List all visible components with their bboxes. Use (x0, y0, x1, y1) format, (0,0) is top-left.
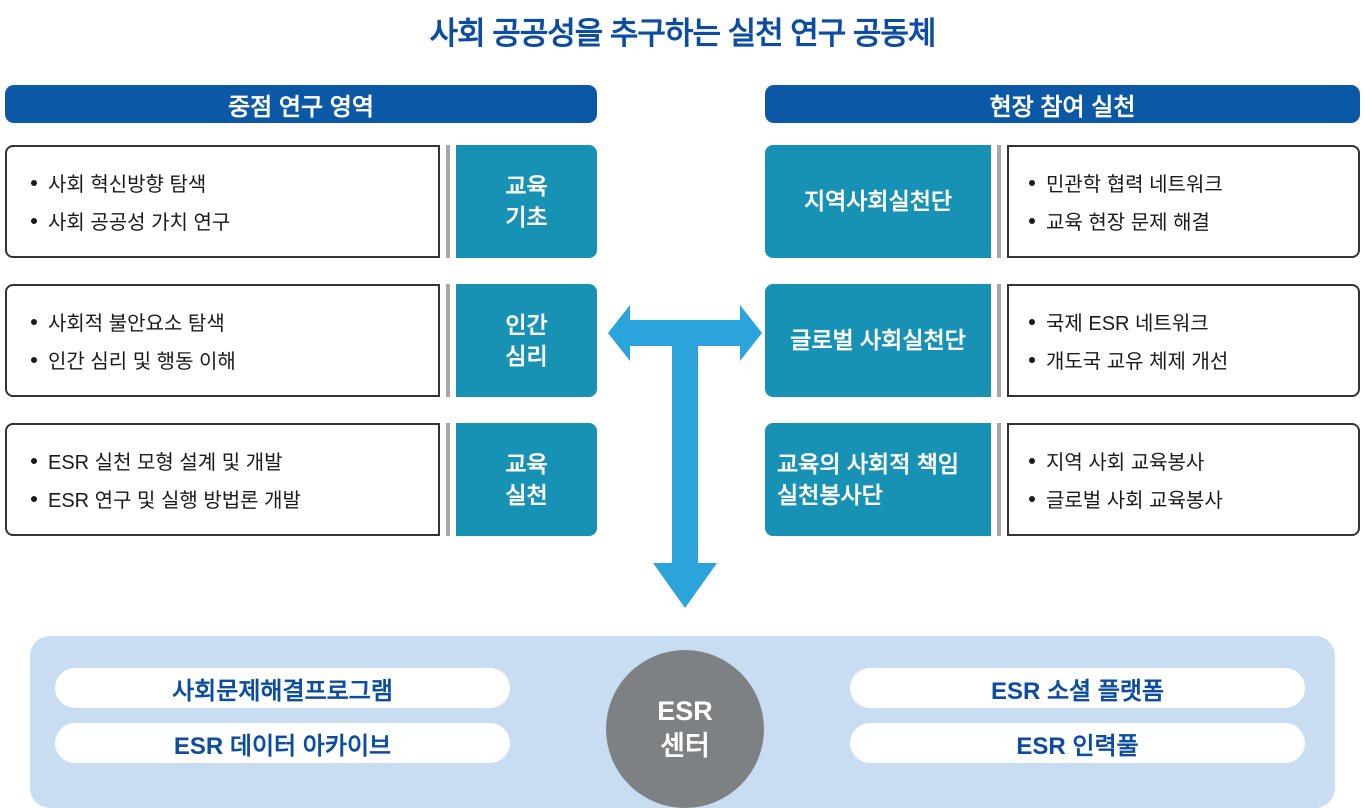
group-label-line: 실천봉사단 (777, 481, 883, 508)
bullet-text: 국제 ESR 네트워크 (1046, 313, 1209, 335)
bullet-dot (1029, 217, 1035, 224)
bullet-item: 인간 심리 및 행동 이해 (31, 345, 430, 374)
bullet-item: 사회 공공성 가치 연구 (31, 206, 430, 235)
connector-arrows (608, 305, 762, 608)
bullet-text: 글로벌 사회 교육봉사 (1046, 490, 1223, 512)
bullet-dot (1029, 179, 1035, 186)
bullet-text: 민관학 협력 네트워크 (1046, 174, 1223, 196)
right-section-header: 현장 참여 실천 (765, 85, 1360, 123)
esr-center-panel: 사회문제해결프로그램 ESR 데이터 아카이브 ESR 센터 ESR 소셜 플랫… (30, 636, 1335, 808)
row-divider (440, 423, 456, 536)
bullet-dot (1029, 318, 1035, 325)
bullet-box: ESR 실천 모형 설계 및 개발 ESR 연구 및 실행 방법론 개발 (5, 423, 440, 536)
pill-esr-social-platform: ESR 소셜 플랫폼 (850, 668, 1305, 708)
bullet-dot (1029, 457, 1035, 464)
down-arrow-icon (653, 320, 717, 608)
practice-row-local-community: 지역사회실천단 민관학 협력 네트워크 교육 현장 문제 해결 (765, 145, 1360, 258)
group-label: 글로벌 사회실천단 (765, 284, 991, 397)
circle-label-line: 센터 (660, 731, 710, 761)
row-divider (991, 423, 1007, 536)
bullet-item: ESR 실천 모형 설계 및 개발 (31, 446, 430, 475)
bullet-dot (31, 356, 37, 363)
bullet-text: 사회 혁신방향 탐색 (48, 174, 207, 196)
bullet-item: 글로벌 사회 교육봉사 (1029, 484, 1350, 513)
category-label-line: 교육 (505, 173, 548, 200)
practice-row-global-society: 글로벌 사회실천단 국제 ESR 네트워크 개도국 교유 체제 개선 (765, 284, 1360, 397)
bullet-item: 개도국 교유 체제 개선 (1029, 345, 1350, 374)
bullet-dot (31, 217, 37, 224)
category-label: 인간 심리 (456, 284, 597, 397)
bullet-dot (1029, 356, 1035, 363)
group-label: 지역사회실천단 (765, 145, 991, 258)
row-divider (991, 284, 1007, 397)
row-divider (440, 284, 456, 397)
category-label-line: 기초 (505, 203, 548, 230)
category-label-line: 심리 (505, 342, 548, 369)
bullet-dot (1029, 495, 1035, 502)
bullet-item: ESR 연구 및 실행 방법론 개발 (31, 484, 430, 513)
bullet-text: 개도국 교유 체제 개선 (1046, 351, 1229, 373)
page-title: 사회 공공성을 추구하는 실천 연구 공동체 (429, 16, 937, 51)
category-label-line: 인간 (505, 312, 548, 339)
bullet-item: 사회 혁신방향 탐색 (31, 168, 430, 197)
bullet-dot (31, 495, 37, 502)
left-section-header: 중점 연구 영역 (5, 85, 597, 123)
group-label: 교육의 사회적 책임 실천봉사단 (765, 423, 991, 536)
research-row-human-psychology: 사회적 불안요소 탐색 인간 심리 및 행동 이해 인간 심리 (5, 284, 597, 397)
bullet-text: 지역 사회 교육봉사 (1046, 452, 1205, 474)
bullet-text: ESR 실천 모형 설계 및 개발 (48, 452, 283, 474)
bullet-text: 인간 심리 및 행동 이해 (48, 351, 236, 373)
group-label-line: 지역사회실천단 (803, 188, 953, 215)
bullet-text: 사회적 불안요소 탐색 (48, 313, 225, 335)
bullet-text: 사회 공공성 가치 연구 (48, 212, 231, 234)
pill-esr-data-archive: ESR 데이터 아카이브 (55, 723, 510, 763)
practice-row-volunteer-corps: 교육의 사회적 책임 실천봉사단 지역 사회 교육봉사 글로벌 사회 교육봉사 (765, 423, 1360, 536)
bullet-item: 국제 ESR 네트워크 (1029, 307, 1350, 336)
category-label-line: 실천 (505, 481, 548, 508)
group-label-line: 글로벌 사회실천단 (790, 327, 966, 354)
research-row-education-practice: ESR 실천 모형 설계 및 개발 ESR 연구 및 실행 방법론 개발 교육 … (5, 423, 597, 536)
bullet-item: 교육 현장 문제 해결 (1029, 206, 1350, 235)
bullet-text: ESR 연구 및 실행 방법론 개발 (48, 490, 301, 512)
bullet-box: 지역 사회 교육봉사 글로벌 사회 교육봉사 (1007, 423, 1360, 536)
bullet-item: 민관학 협력 네트워크 (1029, 168, 1350, 197)
bullet-dot (31, 457, 37, 464)
esr-center-circle: ESR 센터 (606, 650, 764, 808)
circle-label-line: ESR (657, 695, 713, 726)
category-label: 교육 실천 (456, 423, 597, 536)
pill-esr-talent-pool: ESR 인력풀 (850, 723, 1305, 763)
bullet-text: 교육 현장 문제 해결 (1046, 212, 1210, 234)
research-row-education-foundation: 사회 혁신방향 탐색 사회 공공성 가치 연구 교육 기초 (5, 145, 597, 258)
bullet-box: 사회 혁신방향 탐색 사회 공공성 가치 연구 (5, 145, 440, 258)
row-divider (991, 145, 1007, 258)
bullet-dot (31, 179, 37, 186)
bullet-dot (31, 318, 37, 325)
category-label: 교육 기초 (456, 145, 597, 258)
bullet-box: 국제 ESR 네트워크 개도국 교유 체제 개선 (1007, 284, 1360, 397)
bullet-item: 사회적 불안요소 탐색 (31, 307, 430, 336)
bullet-item: 지역 사회 교육봉사 (1029, 446, 1350, 475)
category-label-line: 교육 (505, 451, 548, 478)
bullet-box: 사회적 불안요소 탐색 인간 심리 및 행동 이해 (5, 284, 440, 397)
row-divider (440, 145, 456, 258)
pill-social-problem-program: 사회문제해결프로그램 (55, 668, 510, 708)
bullet-box: 민관학 협력 네트워크 교육 현장 문제 해결 (1007, 145, 1360, 258)
group-label-line: 교육의 사회적 책임 (777, 451, 960, 478)
